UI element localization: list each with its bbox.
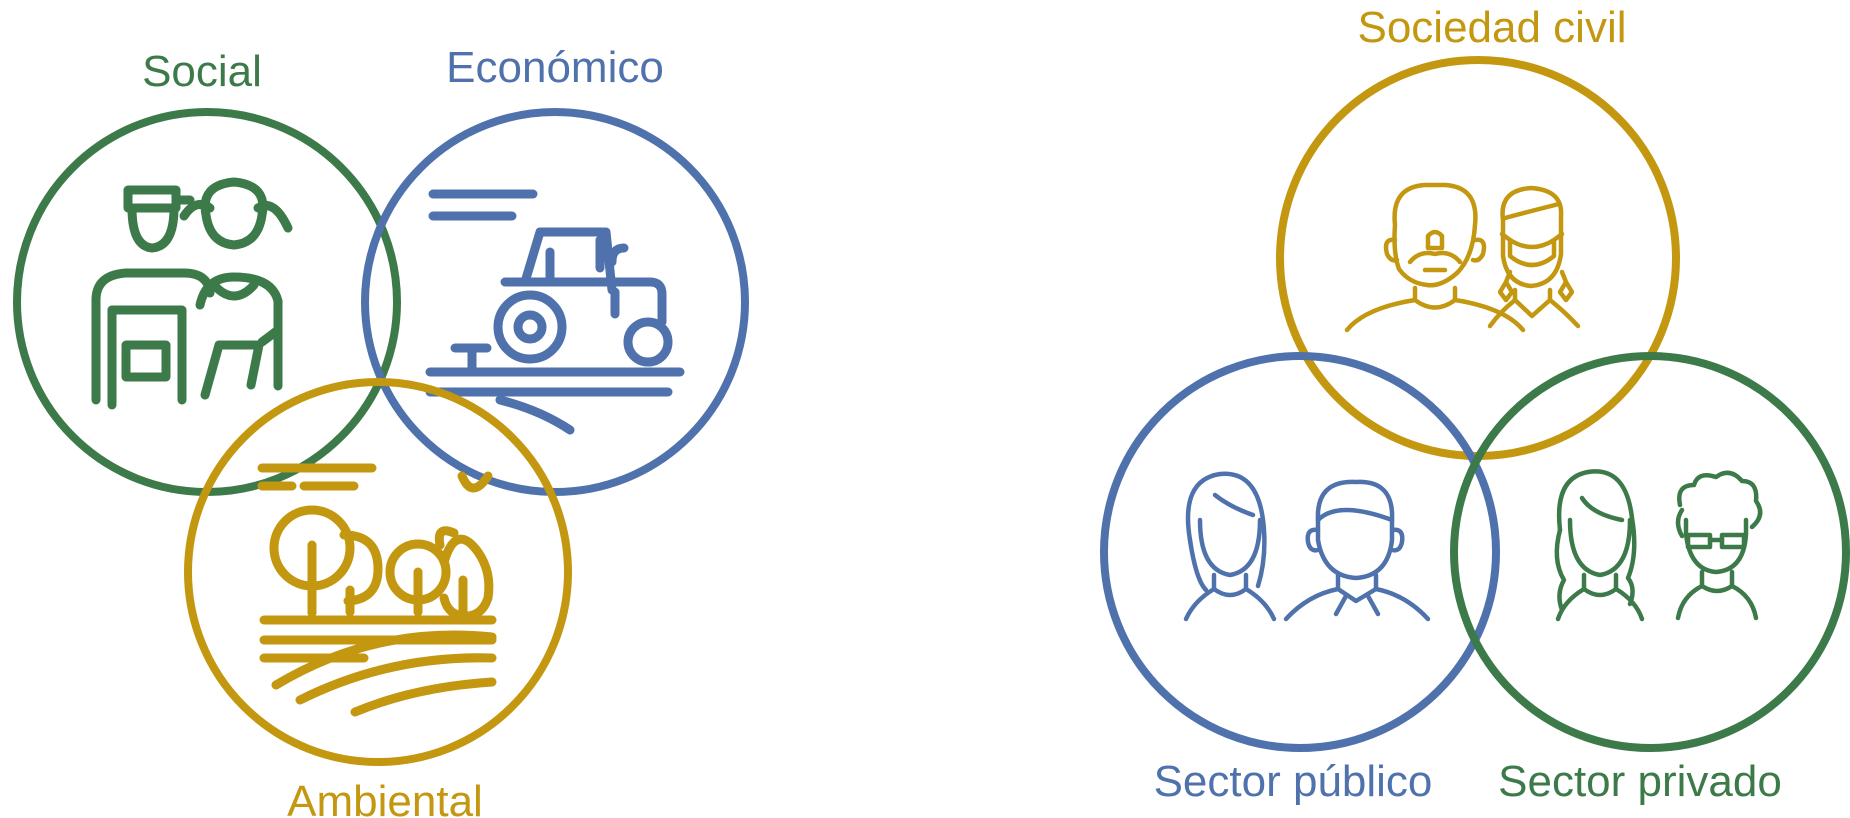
ambiental-circle bbox=[184, 378, 572, 766]
sector-privado-label: Sector privado bbox=[1498, 757, 1782, 806]
left-venn-diagram: Social Económico bbox=[13, 43, 749, 818]
civil-people-icon bbox=[1344, 182, 1581, 333]
ambiental-label: Ambiental bbox=[287, 777, 483, 818]
right-venn-diagram: Sociedad civil Sector público bbox=[1100, 3, 1850, 806]
landscape-icon bbox=[257, 463, 497, 717]
social-label: Social bbox=[142, 47, 262, 96]
sociedad-civil-label: Sociedad civil bbox=[1357, 3, 1626, 52]
economico-circle bbox=[361, 108, 749, 496]
sector-publico-label: Sector público bbox=[1154, 757, 1433, 806]
tractor-icon bbox=[425, 189, 685, 435]
social-circle bbox=[13, 108, 401, 496]
public-people-icon bbox=[1183, 471, 1431, 622]
sector-privado-circle bbox=[1450, 352, 1850, 752]
economico-label: Económico bbox=[446, 43, 664, 92]
private-people-icon bbox=[1554, 469, 1763, 622]
sector-publico-circle bbox=[1100, 352, 1500, 752]
farmers-icon bbox=[91, 177, 293, 410]
